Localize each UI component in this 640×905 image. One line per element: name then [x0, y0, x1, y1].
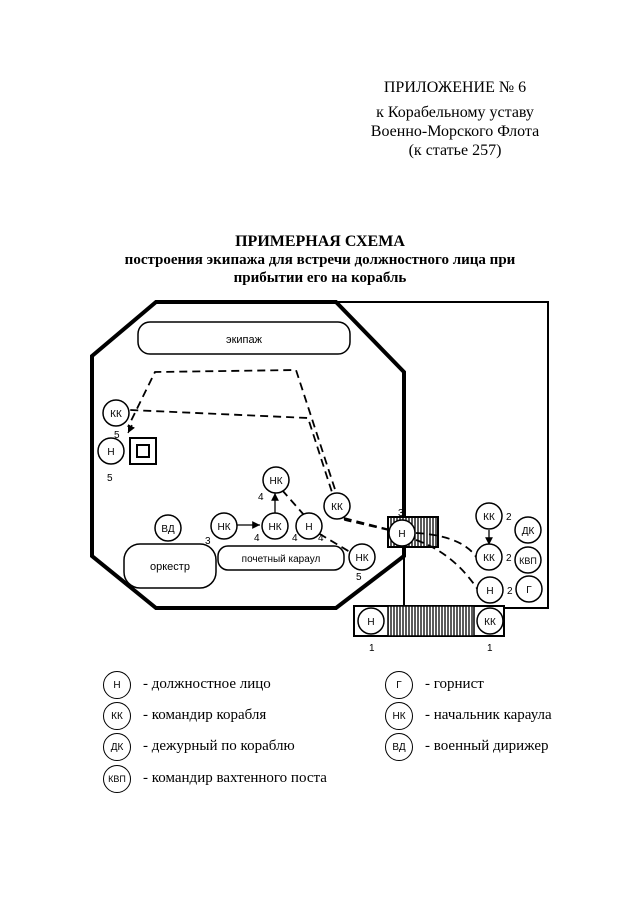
appendix-number: ПРИЛОЖЕНИЕ № 6: [383, 79, 527, 96]
svg-text:Н: Н: [486, 586, 493, 597]
pos-number-2b: 2: [506, 553, 512, 564]
honour-guard-label: почетный караул: [242, 554, 321, 565]
circle-kk-left: КК: [102, 399, 130, 427]
legend-text-g: - горнист: [425, 676, 484, 692]
title-line-2: построения экипажа для встречи должностн…: [124, 252, 516, 268]
legend-text-n: - должностное лицо: [143, 676, 271, 692]
legend-symbol-vd: ВД: [385, 733, 413, 761]
pos-number-3b: 3: [398, 508, 404, 519]
legend-text-dk: - дежурный по кораблю: [143, 738, 295, 754]
appendix-ref-line-2: Военно-Морского Флота: [370, 123, 540, 140]
svg-text:КК: КК: [484, 617, 496, 628]
pos-number-3a: 3: [205, 536, 211, 547]
route-dashed-nk: [307, 526, 351, 553]
circle-g: Г: [515, 575, 543, 603]
circle-nk-center: НК: [261, 512, 289, 540]
circle-n-center: Н: [295, 512, 323, 540]
pos-number-5a: 5: [114, 430, 120, 441]
pos-number-4c: 4: [292, 533, 298, 544]
circle-kk-bottom: КК: [476, 607, 504, 635]
legend-text-vd: - военный дирижер: [425, 738, 549, 754]
route-dashed-outer: [127, 369, 403, 534]
appendix-ref-line-1: к Корабельному уставу: [376, 104, 534, 121]
arrow-kk-left: [127, 424, 135, 434]
svg-text:НК: НК: [217, 522, 230, 533]
legend-symbol-nk: НК: [385, 702, 413, 730]
circle-vd: ВД: [154, 514, 182, 542]
honour-guard-block: [217, 545, 345, 571]
pos-number-4d: 4: [318, 533, 324, 544]
crew-block: [137, 321, 351, 355]
svg-text:ДК: ДК: [522, 526, 535, 537]
orchestra-block: [123, 543, 217, 589]
svg-text:ВД: ВД: [161, 524, 174, 535]
circle-n-gangway: Н: [388, 519, 416, 547]
circle-n-pier: Н: [476, 576, 504, 604]
legend-symbol-dk: ДК: [103, 733, 131, 761]
svg-text:Н: Н: [398, 529, 405, 540]
svg-text:Н: Н: [107, 447, 114, 458]
circle-n-left: Н: [97, 437, 125, 465]
bottom-bar-hatched: [387, 605, 475, 637]
legend-symbol-n: Н: [103, 671, 131, 699]
svg-text:НК: НК: [355, 553, 368, 564]
svg-text:КВП: КВП: [519, 556, 537, 566]
svg-text:КК: КК: [483, 512, 495, 523]
circle-dk: ДК: [514, 516, 542, 544]
legend-symbol-kvp: КВП: [103, 765, 131, 793]
pos-number-1a: 1: [369, 643, 375, 654]
title-line-3: прибытии его на корабль: [233, 270, 407, 286]
legend-text-nk: - начальник караула: [425, 707, 552, 723]
ship-deck-outline: [90, 300, 406, 610]
svg-text:Н: Н: [305, 522, 312, 533]
svg-text:КК: КК: [483, 553, 495, 564]
circle-n-bottom: Н: [357, 607, 385, 635]
orchestra-label: оркестр: [150, 561, 190, 573]
pos-number-4a: 4: [254, 533, 260, 544]
pos-number-1b: 1: [487, 643, 493, 654]
svg-text:КК: КК: [110, 409, 122, 420]
svg-text:КК: КК: [331, 502, 343, 513]
square-marker-inner: [136, 444, 150, 458]
circle-nk-left: НК: [210, 512, 238, 540]
appendix-ref-line-3: (к статье 257): [408, 142, 502, 159]
legend-symbol-kk: КК: [103, 702, 131, 730]
circle-kk-center: КК: [323, 492, 351, 520]
route-dashed-inner: [129, 409, 403, 534]
square-marker-outer: [129, 437, 157, 465]
pos-number-2c: 2: [507, 586, 513, 597]
pos-number-2a: 2: [506, 512, 512, 523]
svg-text:Н: Н: [367, 617, 374, 628]
circle-nk-top: НК: [262, 466, 290, 494]
route-dashed-nh: [281, 489, 305, 516]
svg-text:НК: НК: [268, 522, 281, 533]
document-title: ПРИМЕРНАЯ СХЕМА построения экипажа для в…: [80, 233, 560, 287]
svg-text:НК: НК: [269, 476, 282, 487]
pos-number-5b: 5: [107, 473, 113, 484]
legend-symbol-g: Г: [385, 671, 413, 699]
circle-nk-guard: НК: [348, 543, 376, 571]
pos-number-4b: 4: [258, 492, 264, 503]
route-dashed-pier-2: [415, 539, 479, 591]
title-line-1: ПРИМЕРНАЯ СХЕМА: [235, 233, 405, 250]
appendix-header: ПРИЛОЖЕНИЕ № 6 к Корабельному уставу Вое…: [340, 78, 570, 160]
legend-text-kvp: - командир вахтенного поста: [143, 770, 327, 786]
legend-text-kk: - командир корабля: [143, 707, 267, 723]
svg-text:Г: Г: [526, 585, 532, 596]
circle-kvp: КВП: [514, 546, 542, 574]
crew-label: экипаж: [226, 334, 263, 346]
pos-number-5c: 5: [356, 572, 362, 583]
circle-kk-pier-mid: КК: [475, 543, 503, 571]
circle-kk-pier-top: КК: [475, 502, 503, 530]
